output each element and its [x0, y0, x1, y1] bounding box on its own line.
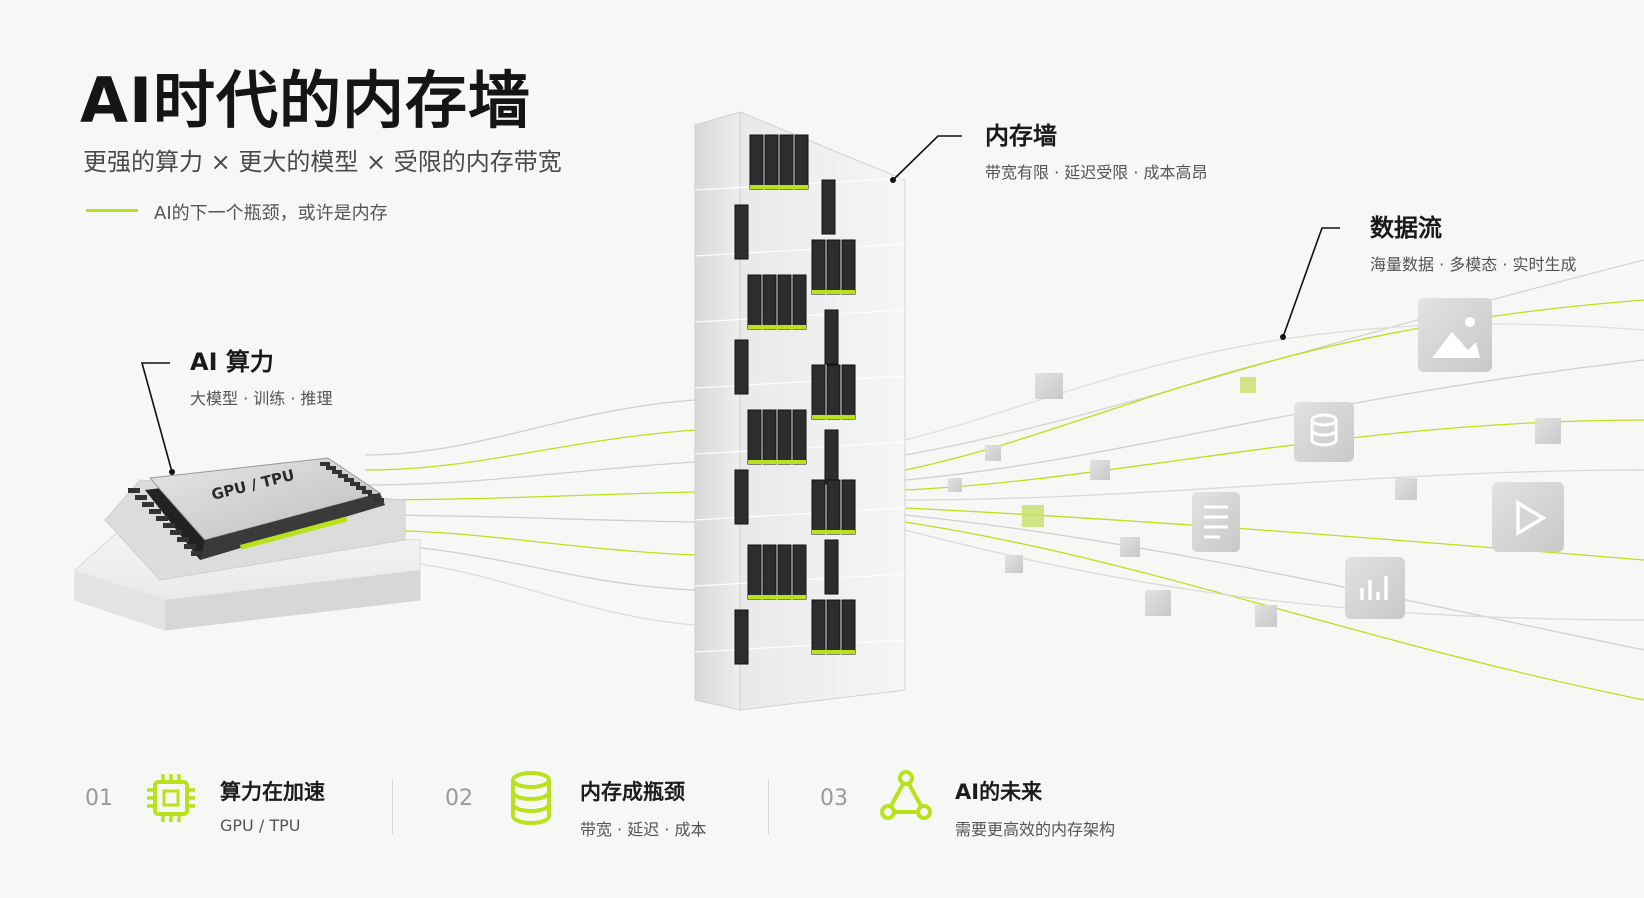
play-icon: [1492, 482, 1564, 552]
memory-module: [841, 479, 856, 535]
footer-num: 01: [85, 786, 113, 811]
tagline: AI的下一个瓶颈，或许是内存: [154, 203, 388, 224]
memory-module: [826, 239, 841, 295]
flow-lines-right: [904, 259, 1644, 701]
memory-module: [747, 274, 762, 330]
memory-module-accent: [748, 325, 806, 329]
document-icon: [1192, 492, 1240, 552]
footer-divider: [768, 780, 769, 834]
memory-module: [811, 364, 826, 420]
memory-module: [762, 274, 777, 330]
memory-module: [734, 339, 749, 395]
memory-module-accent: [750, 185, 808, 189]
memory-module: [824, 309, 839, 365]
memory-module: [826, 479, 841, 535]
memory-module: [734, 609, 749, 665]
memory-module: [841, 239, 856, 295]
footer-num: 03: [820, 786, 848, 811]
memory-wall-title: 内存墙: [985, 122, 1057, 150]
memory-module: [792, 274, 807, 330]
memory-module: [826, 599, 841, 655]
memory-module: [747, 409, 762, 465]
compute-title: AI 算力: [190, 348, 274, 376]
memory-module: [777, 274, 792, 330]
memory-module: [764, 134, 779, 190]
memory-module: [826, 364, 841, 420]
data-flow-callout: 数据流 海量数据 · 多模态 · 实时生成: [1370, 208, 1577, 275]
memory-module-accent: [812, 650, 855, 654]
compute-subtitle: 大模型 · 训练 · 推理: [190, 389, 333, 408]
data-cubes: [948, 298, 1564, 627]
memory-wall: [694, 111, 906, 711]
footer-subtitle: 带宽 · 延迟 · 成本: [580, 820, 707, 839]
memory-module-accent: [748, 460, 806, 464]
page-subtitle: 更强的算力 × 更大的模型 × 受限的内存带宽: [83, 148, 562, 176]
memory-module-accent: [812, 415, 855, 419]
data-flow-title: 数据流: [1370, 214, 1442, 242]
memory-module: [811, 239, 826, 295]
memory-module-accent: [812, 290, 855, 294]
memory-module: [821, 179, 836, 235]
footer-num: 02: [445, 786, 473, 811]
footer-divider: [392, 780, 393, 834]
page-title: AI时代的内存墙: [80, 64, 532, 137]
memory-wall-callout: 内存墙 带宽有限 · 延迟受限 · 成本高昂: [985, 116, 1208, 183]
network-nodes-icon: [880, 770, 932, 820]
memory-module-accent: [748, 595, 806, 599]
image-icon: [1418, 298, 1492, 372]
tagline-accent-line: [86, 209, 138, 212]
memory-module: [811, 479, 826, 535]
memory-module: [749, 134, 764, 190]
data-flow-subtitle: 海量数据 · 多模态 · 实时生成: [1370, 255, 1577, 274]
memory-module: [824, 539, 839, 595]
footer-subtitle: GPU / TPU: [220, 816, 301, 835]
memory-module: [792, 409, 807, 465]
footer-title: AI的未来: [955, 780, 1043, 804]
memory-module: [777, 409, 792, 465]
memory-module: [841, 364, 856, 420]
memory-module: [734, 469, 749, 525]
memory-module: [747, 544, 762, 600]
memory-wall-subtitle: 带宽有限 · 延迟受限 · 成本高昂: [985, 163, 1208, 182]
footer-title: 内存成瓶颈: [580, 780, 685, 804]
database-icon: [511, 771, 551, 825]
memory-module: [841, 599, 856, 655]
cpu-chip-icon: [147, 774, 195, 822]
memory-module: [792, 544, 807, 600]
footer-subtitle: 需要更高效的内存架构: [955, 820, 1116, 839]
footer-title: 算力在加速: [220, 780, 325, 804]
memory-module: [824, 429, 839, 485]
bar-chart-icon: [1345, 557, 1405, 619]
leader-lines: [140, 135, 1340, 473]
memory-module: [794, 134, 809, 190]
database-icon: [1294, 402, 1354, 462]
memory-module: [734, 204, 749, 260]
gpu-tpu-chip: GPU / TPU: [74, 457, 421, 631]
memory-module: [762, 409, 777, 465]
memory-module-accent: [812, 530, 855, 534]
compute-callout: AI 算力 大模型 · 训练 · 推理: [190, 342, 333, 409]
memory-module: [779, 134, 794, 190]
memory-module: [777, 544, 792, 600]
memory-module: [811, 599, 826, 655]
memory-module: [762, 544, 777, 600]
